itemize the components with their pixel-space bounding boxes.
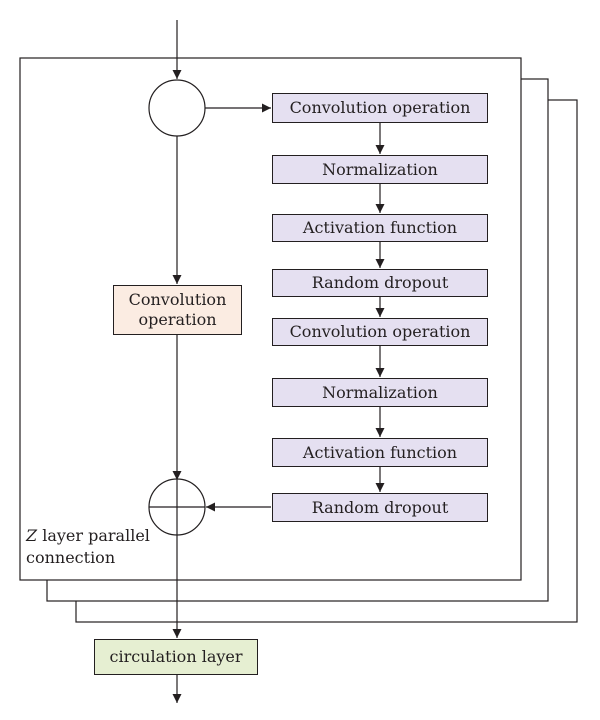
split-node bbox=[148, 79, 206, 137]
parallel-label-var: Z bbox=[26, 526, 38, 545]
skip-conv-line2: operation bbox=[138, 310, 217, 329]
random-dropout-1: Random dropout bbox=[272, 269, 488, 297]
parallel-connection-label: Z layer parallel connection bbox=[26, 525, 150, 569]
skip-conv-operation: Convolution operation bbox=[113, 285, 242, 335]
conv-operation-1: Convolution operation bbox=[272, 93, 488, 123]
parallel-label-line2: connection bbox=[26, 548, 116, 567]
random-dropout-2: Random dropout bbox=[272, 493, 488, 522]
normalization-1: Normalization bbox=[272, 155, 488, 184]
activation-function-2: Activation function bbox=[272, 438, 488, 467]
circulation-layer: circulation layer bbox=[94, 639, 258, 675]
conv-operation-2: Convolution operation bbox=[272, 318, 488, 346]
skip-conv-line1: Convolution bbox=[128, 290, 227, 309]
normalization-2: Normalization bbox=[272, 378, 488, 407]
parallel-label-text: layer parallel bbox=[37, 526, 150, 545]
activation-function-1: Activation function bbox=[272, 214, 488, 242]
parallel-label-line1: Z layer parallel bbox=[26, 525, 150, 547]
